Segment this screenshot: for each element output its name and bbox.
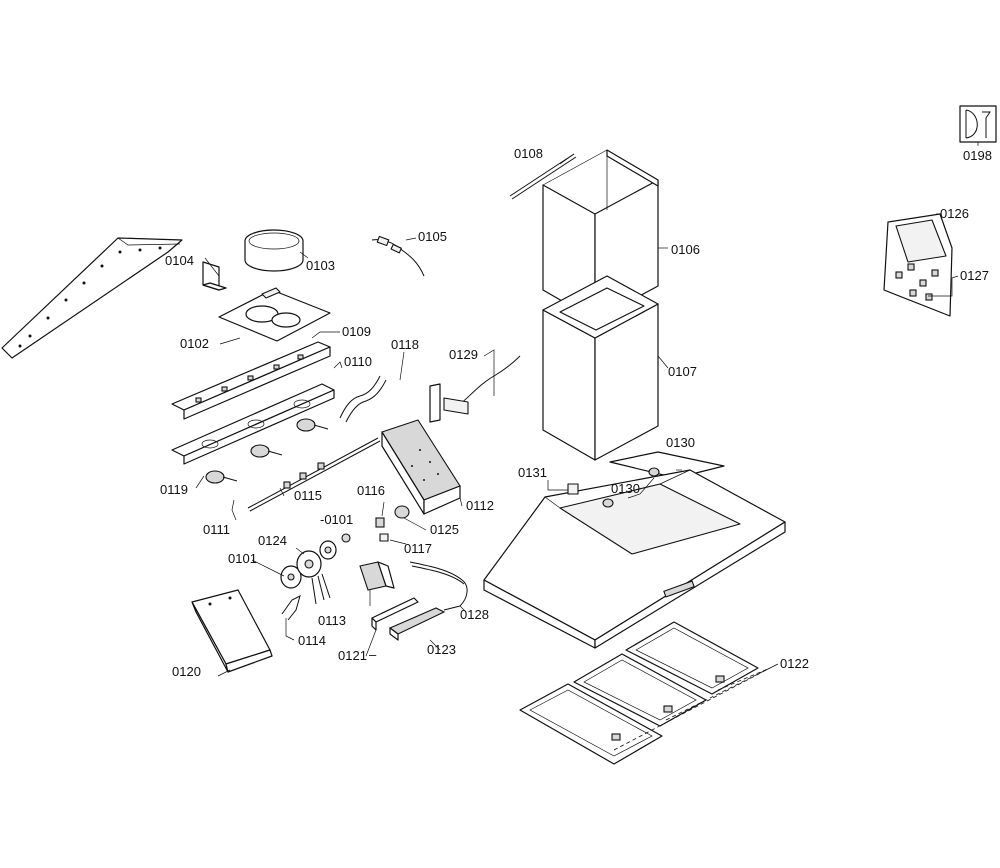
part-0105-cable [371, 235, 425, 277]
side-bracket-panel [1, 237, 183, 359]
part-0131-cap [567, 483, 579, 495]
leader-lines [195, 142, 979, 751]
part-0108-rod [509, 153, 577, 200]
label-0121-dash: – [369, 647, 377, 662]
label-0115: 0115 [294, 488, 322, 503]
part-0129-power-cord [429, 355, 521, 423]
part-0114-spring-clip [281, 595, 301, 621]
part-0110-front-rail [171, 383, 335, 465]
label-0117: 0117 [404, 541, 432, 556]
hood-body [483, 469, 786, 649]
label-0116: 0116 [357, 483, 385, 498]
part-0120-cover-plate [191, 589, 273, 673]
label-0124: 0124 [258, 533, 287, 548]
part-0109-control-rail [171, 341, 331, 420]
wrench-icon [959, 105, 997, 143]
label-0111: 0111 [203, 522, 230, 537]
label-0114: 0114 [298, 633, 326, 648]
label-0103: 0103 [306, 258, 335, 273]
part-0112-switch-box [381, 419, 461, 515]
label-0101-a: 0101 [228, 551, 257, 566]
label-0129: 0129 [449, 347, 478, 362]
part-0119-knobs [205, 418, 329, 484]
label-0105: 0105 [418, 229, 447, 244]
label-0119: 0119 [160, 482, 188, 497]
part-0116-clip [375, 517, 389, 542]
label-0102: 0102 [180, 336, 209, 351]
label-0118: 0118 [391, 337, 419, 352]
label-0107: 0107 [668, 364, 697, 379]
label-0130-mid: 0130 [611, 481, 640, 496]
part-0103-collar [244, 229, 304, 272]
label-0106: 0106 [671, 242, 700, 257]
label-0125: 0125 [430, 522, 459, 537]
label-0109: 0109 [342, 324, 371, 339]
part-0104-bracket [202, 261, 227, 291]
part-0118-hose [339, 375, 387, 423]
part-0121-bracket [371, 597, 419, 631]
label-0131: 0131 [518, 465, 547, 480]
label-0113: 0113 [318, 613, 346, 628]
part-0113-capacitor [359, 561, 395, 591]
part-0126-mounting-kit [883, 213, 953, 317]
part-0124-motor-discs [280, 533, 351, 605]
label-0122: 0122 [780, 656, 809, 671]
label-0101-b: -0101 [320, 512, 353, 527]
part-0115-switch-rod [247, 437, 381, 512]
part-0102-plate [218, 287, 331, 342]
part-0123-light-bar [388, 607, 446, 641]
label-0123: 0123 [427, 642, 456, 657]
label-0126: 0126 [940, 206, 969, 221]
label-0121: 0121 [338, 648, 367, 663]
label-0130-top: 0130 [666, 435, 695, 450]
part-0125-grommet [394, 505, 410, 519]
label-0104: 0104 [165, 253, 194, 268]
label-0128: 0128 [460, 607, 489, 622]
part-0130-top-cover [609, 451, 725, 479]
part-0107-lower-chimney [542, 275, 659, 461]
label-0110: 0110 [344, 354, 372, 369]
label-0120: 0120 [172, 664, 201, 679]
part-labels: 0104 0103 0105 0102 0109 0110 0118 0129 … [160, 146, 992, 679]
label-0108: 0108 [514, 146, 543, 161]
part-0128-wiring-harness [409, 561, 468, 611]
label-0127: 0127 [960, 268, 989, 283]
label-0112: 0112 [466, 498, 494, 513]
label-0198: 0198 [963, 148, 992, 163]
